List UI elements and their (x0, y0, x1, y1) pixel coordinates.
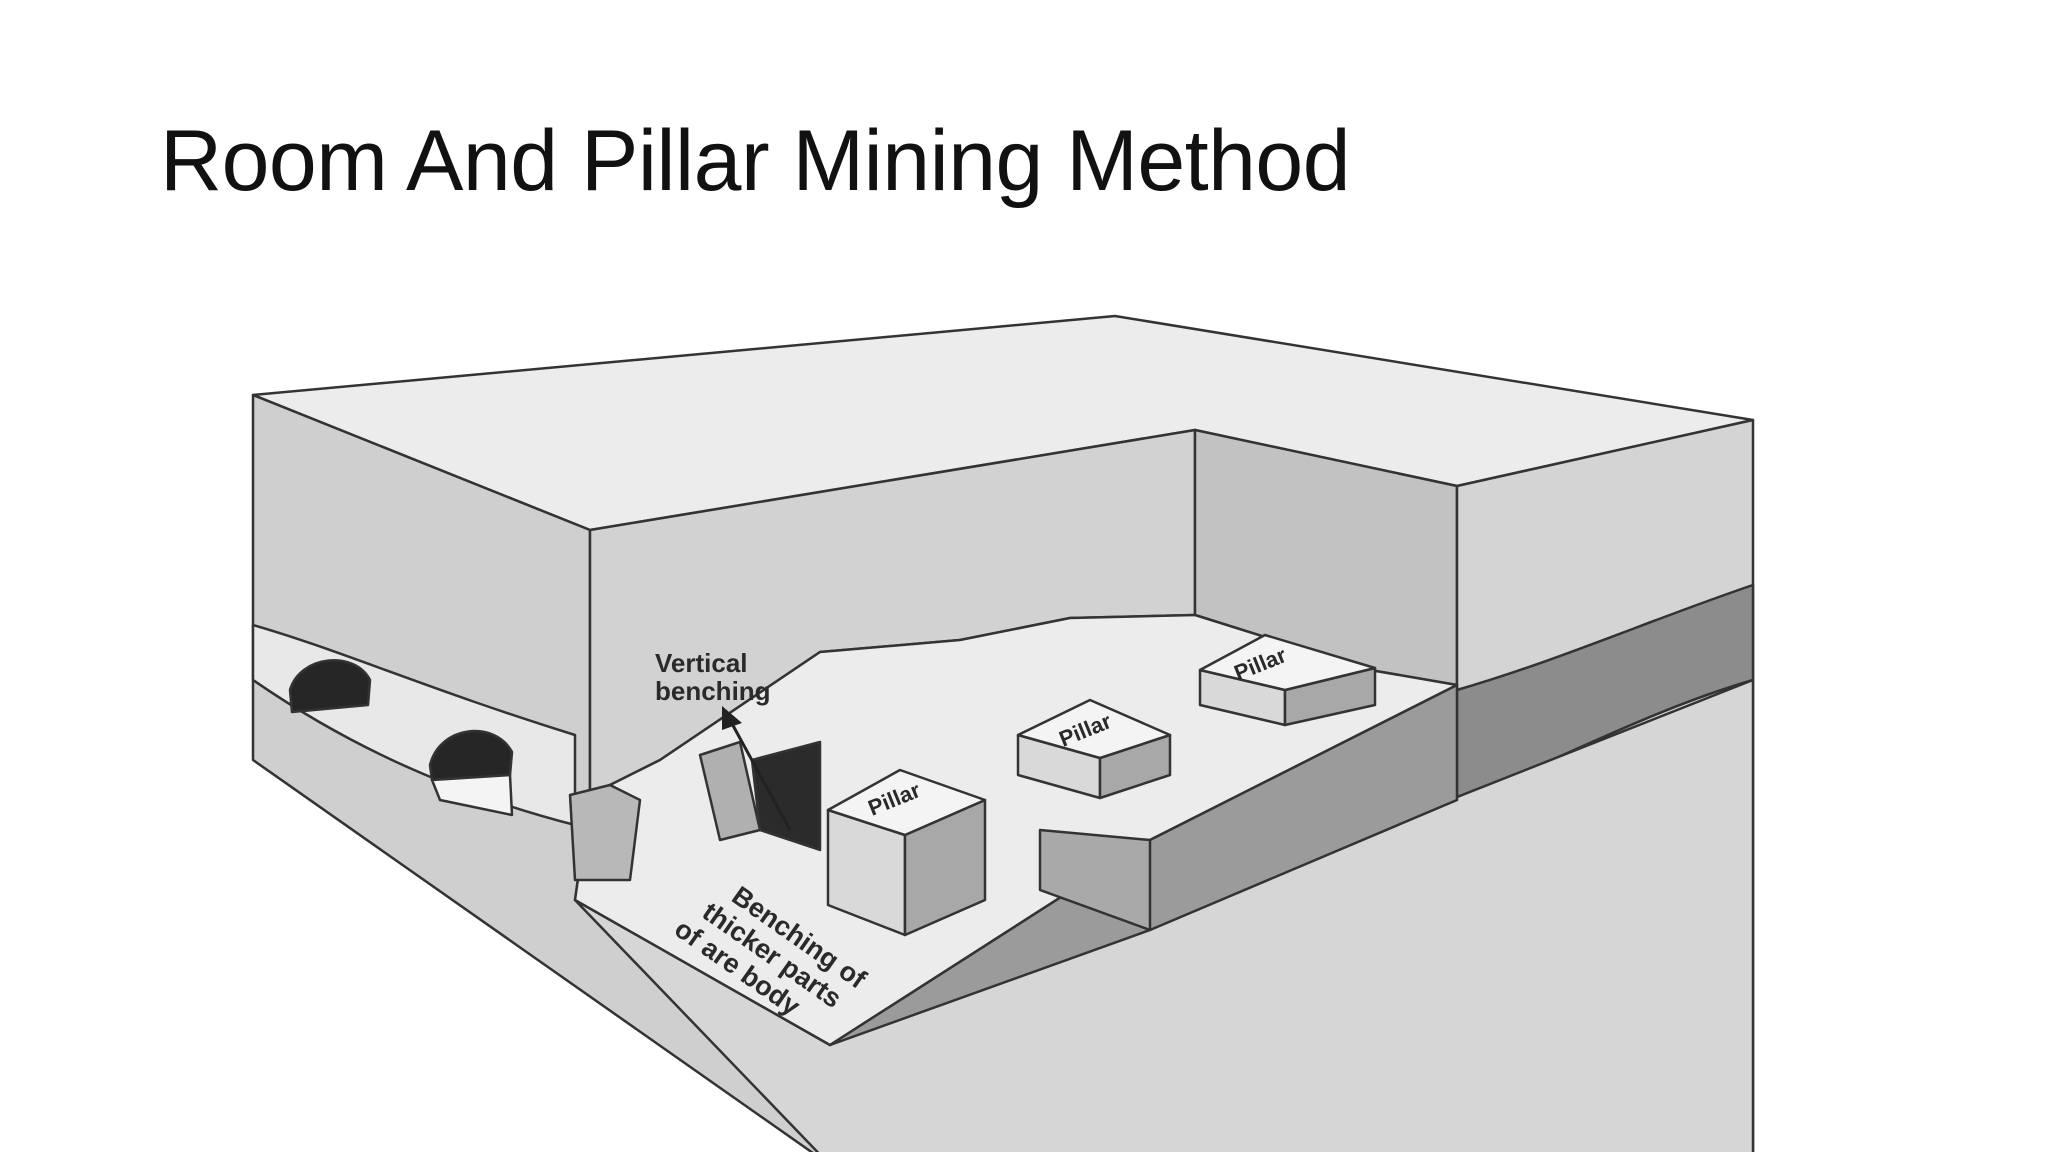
pillar-2-top (1016, 698, 1172, 760)
pillar-3-top (1198, 633, 1377, 692)
pillar-1-top (826, 768, 987, 837)
slide-title: Room And Pillar Mining Method (160, 113, 1351, 209)
tunnel-opening-2-floor (430, 773, 514, 817)
wall-outcrop-mid (698, 740, 762, 842)
vertical-benching-void (750, 740, 822, 852)
tunnel-opening-1 (288, 659, 372, 714)
vertical-benching-label-line2: benching (655, 676, 771, 706)
vertical-benching-arrow (722, 706, 792, 831)
bench-step (1038, 828, 1152, 932)
vertical-benching-label-line1: Vertical (655, 648, 748, 678)
wall-outcrop-left (568, 783, 642, 882)
tunnel-opening-2 (428, 729, 514, 782)
